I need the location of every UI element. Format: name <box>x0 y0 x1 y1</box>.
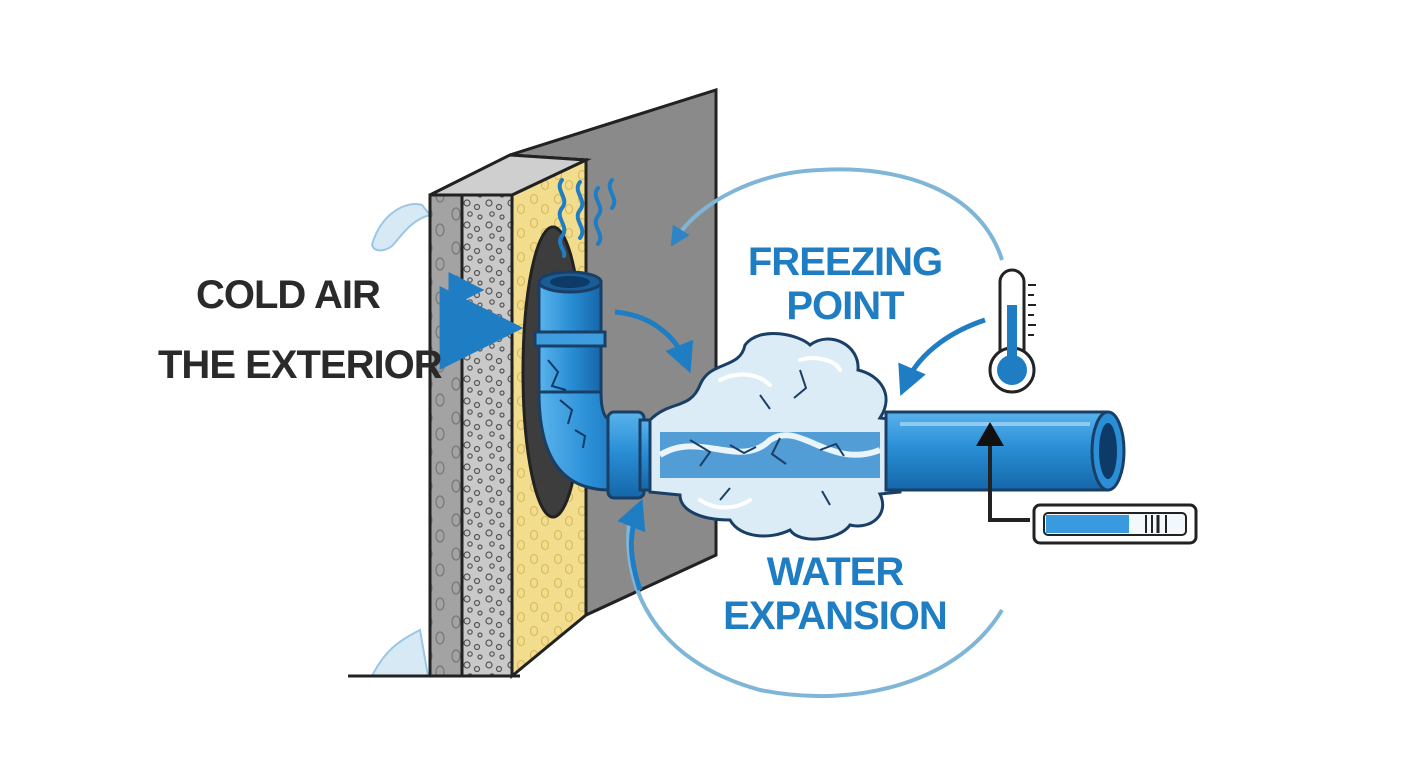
cycle-arrows <box>626 167 1004 698</box>
exterior-label: THE EXTERIOR <box>158 343 443 387</box>
cold-splash-icon <box>370 203 432 677</box>
vapor-lines-icon <box>557 178 617 258</box>
water-line-2: EXPANSION <box>723 594 948 638</box>
cold-air-label: COLD AIR <box>196 273 381 317</box>
freezing-line-2: POINT <box>786 284 904 328</box>
right-pipe-icon <box>884 410 1126 522</box>
pipe-icon <box>533 270 707 500</box>
thermometer-icon <box>988 268 1036 394</box>
cold-air-arrows <box>200 272 524 370</box>
freezing-point-label: FREEZING POINT <box>740 242 950 326</box>
flow-arrows <box>614 309 986 591</box>
pressure-gauge-icon <box>1032 503 1198 545</box>
freezing-line-1: FREEZING <box>747 240 943 284</box>
water-line-1: WATER <box>766 550 904 594</box>
ice-blockage-icon <box>648 331 902 541</box>
water-expansion-label: WATER EXPANSION <box>720 552 950 636</box>
